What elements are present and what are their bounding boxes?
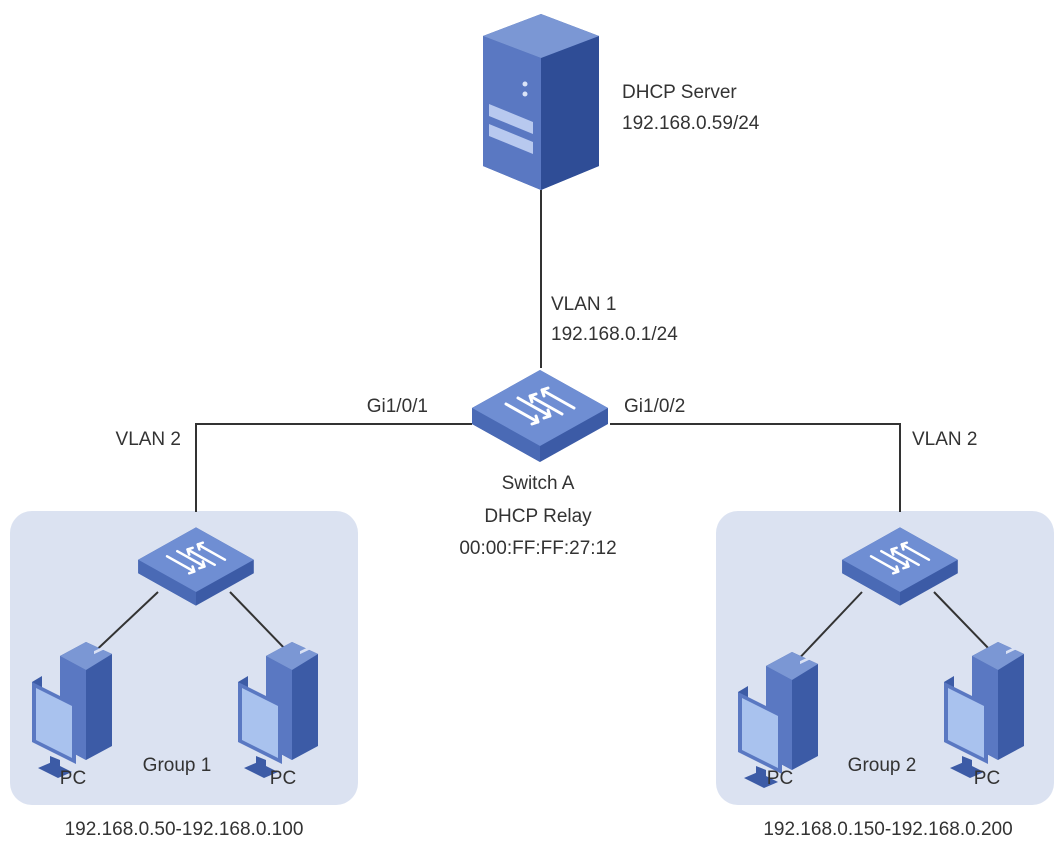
link-switch-group1 [195, 423, 472, 512]
server-ip: 192.168.0.59/24 [622, 113, 760, 134]
left-vlan-label: VLAN 2 [115, 429, 181, 450]
link-g2-pc-right [933, 591, 993, 653]
right-vlan-label: VLAN 2 [912, 429, 978, 450]
group2-range: 192.168.0.150-192.168.0.200 [763, 819, 1013, 840]
g1-pc-right-label: PC [269, 768, 297, 789]
link-g1-pc-left [87, 591, 159, 659]
g1-pc-left-label: PC [59, 768, 87, 789]
switch-a-role: DHCP Relay [484, 506, 592, 527]
g2-pc-left-label: PC [766, 768, 794, 789]
group1-range: 192.168.0.50-192.168.0.100 [64, 819, 304, 840]
uplink-ip: 192.168.0.1/24 [551, 324, 678, 345]
link-g1-pc-right [229, 591, 289, 653]
switch-a-mac: 00:00:FF:FF:27:12 [459, 538, 617, 559]
port-left: Gi1/0/1 [366, 396, 428, 417]
switch-a-icon [470, 368, 610, 464]
port-right: Gi1/0/2 [624, 396, 686, 417]
switch-a-name: Switch A [501, 473, 575, 494]
link-switch-group2 [610, 423, 901, 512]
group2-name: Group 2 [847, 755, 917, 776]
uplink-vlan: VLAN 1 [551, 294, 617, 315]
g2-pc-right-label: PC [973, 768, 1001, 789]
group1-name: Group 1 [142, 755, 212, 776]
dhcp-server-icon [483, 14, 599, 190]
link-g2-pc-left [791, 591, 863, 667]
server-name: DHCP Server [622, 82, 737, 103]
